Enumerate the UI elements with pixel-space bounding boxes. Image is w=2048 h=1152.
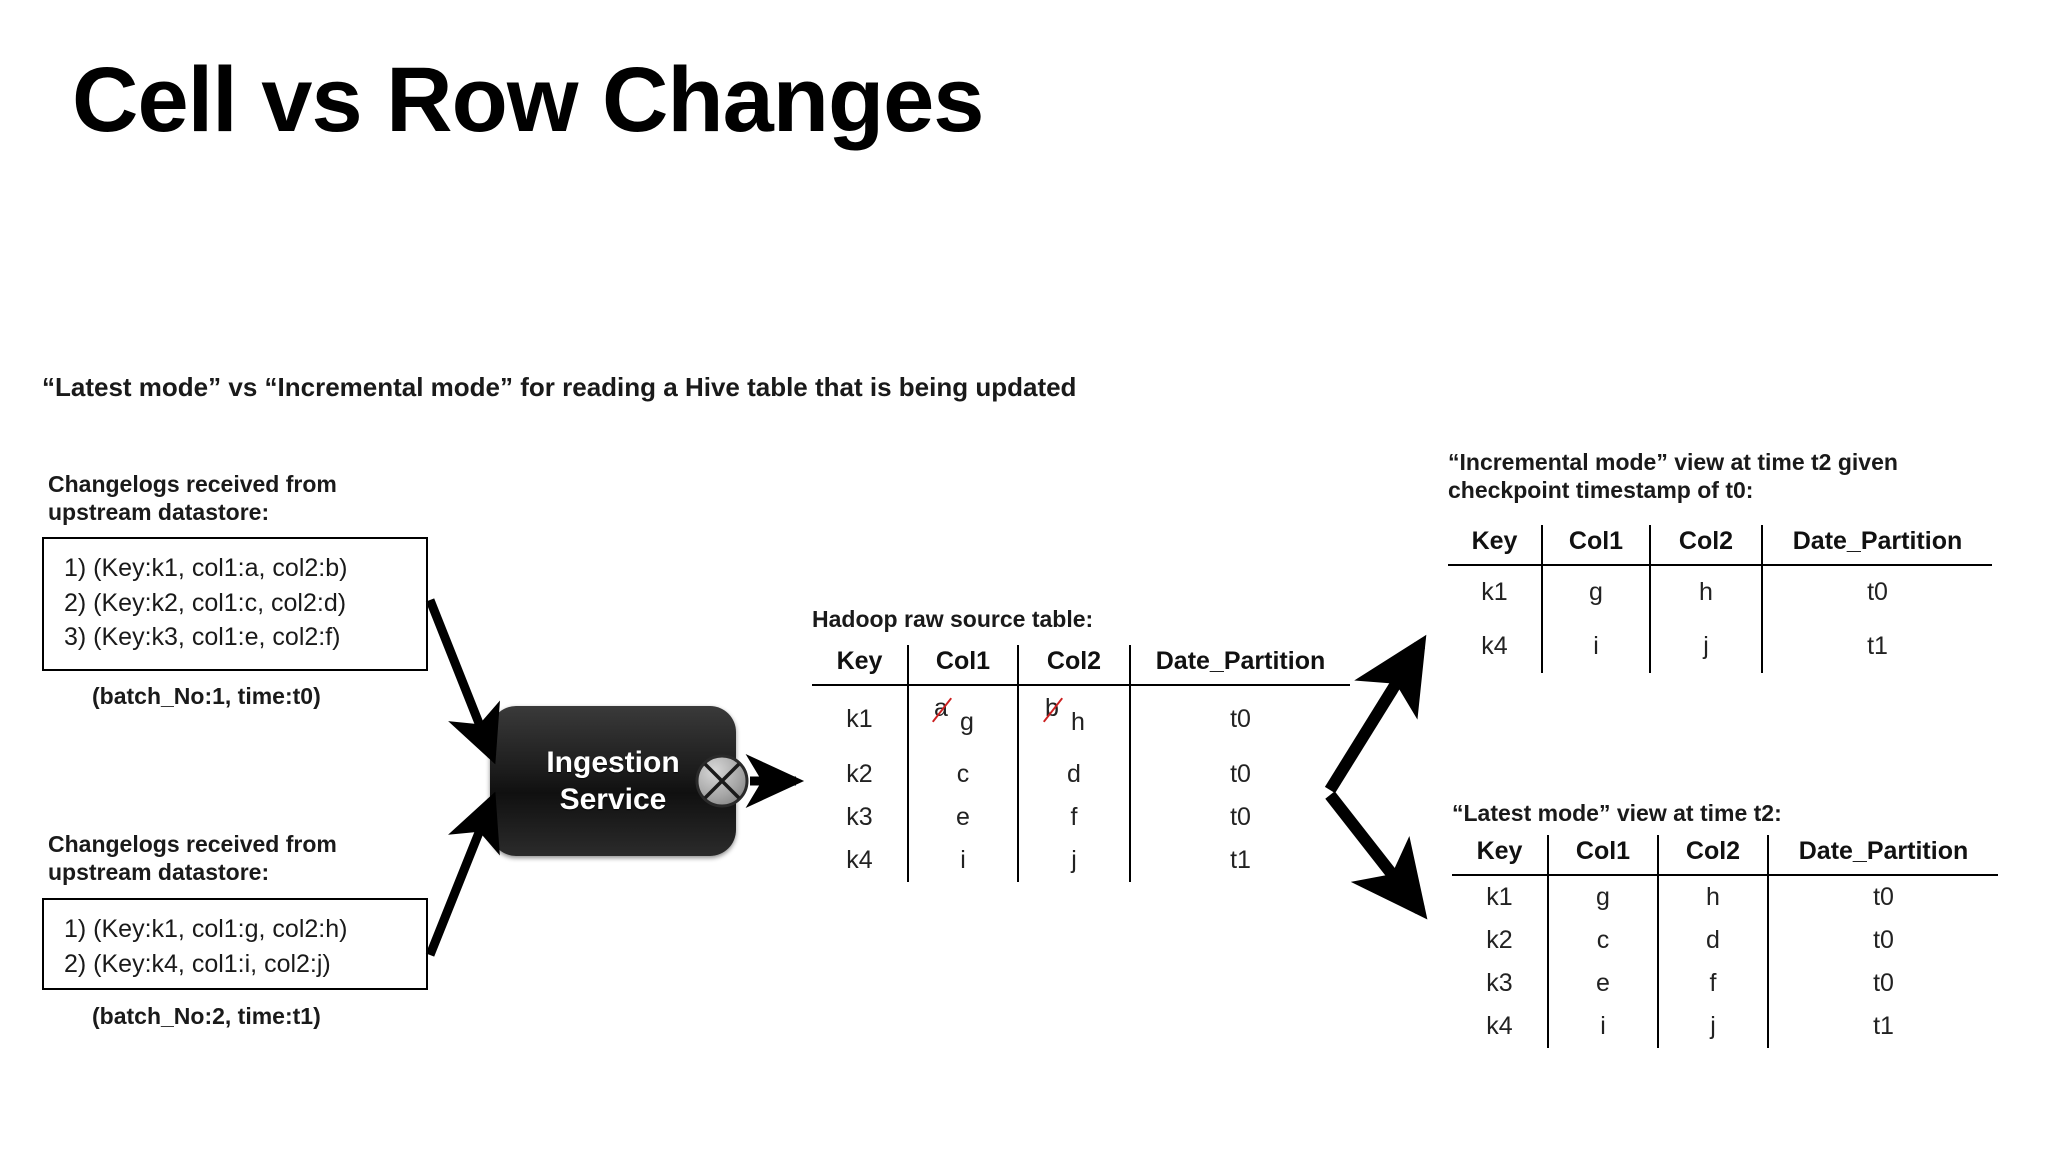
cell-col2: h [1657, 875, 1768, 919]
table-header-row: Key Col1 Col2 Date_Partition [1452, 835, 1998, 875]
cell-key: k1 [1481, 578, 1508, 606]
cell-date-partition: t0 [1767, 919, 1998, 962]
cell-col2-edited: b h [1017, 685, 1130, 753]
table-row: k2 c d t0 [1452, 919, 1998, 962]
cell-col2: h [1649, 565, 1762, 619]
changelog-1-line-2: 2) (Key:k2, col1:c, col2:d) [64, 588, 347, 617]
cell-date-partition: t0 [1129, 796, 1350, 839]
changelog-2-line-1: 1) (Key:k1, col1:g, col2:h) [64, 915, 348, 943]
cell-date-partition: t0 [1761, 565, 1992, 619]
cell-key: k4 [1481, 631, 1508, 660]
arrow-changelog1-to-ingestion [425, 598, 500, 765]
source-table-col-date: Date_Partition [1129, 645, 1350, 685]
new-value: g [960, 708, 974, 736]
slide-subtitle: “Latest mode” vs “Incremental mode” for … [42, 372, 1077, 402]
table-row: k3 e f t0 [812, 796, 1350, 839]
cell-date-partition: t0 [1767, 875, 1998, 919]
ingestion-service-label: Ingestion Service [546, 745, 680, 817]
source-table-heading: Hadoop raw source table: [812, 606, 1094, 632]
changelog-2-caption: (batch_No:2, time:t1) [92, 1003, 321, 1029]
cell-col1: g [1541, 565, 1650, 619]
incremental-col-col1: Col1 [1541, 525, 1650, 565]
incremental-col-date: Date_Partition [1761, 525, 1992, 565]
cell-col2: d [1017, 753, 1130, 796]
changelog-1-caption: (batch_No:1, time:t0) [92, 683, 321, 709]
cell-date-partition: t1 [1767, 1005, 1998, 1048]
source-table-col-col1: Col1 [907, 645, 1018, 685]
cell-col1: g [1547, 875, 1658, 919]
incremental-col-key: Key [1471, 527, 1518, 555]
edited-value-group: a g [934, 694, 992, 736]
struck-old-value: a [934, 694, 948, 722]
cell-col1: i [1541, 619, 1650, 673]
source-table-col-key: Key [836, 647, 883, 675]
changelog-2-heading: Changelogs received from upstream datast… [48, 831, 337, 886]
changelog-2-box: 1) (Key:k1, col1:g, col2:h) 2) (Key:k4, … [42, 898, 428, 990]
cell-key: k4 [846, 846, 873, 874]
table-header-row: Key Col1 Col2 Date_Partition [812, 645, 1350, 685]
changelog-1-box: 1) (Key:k1, col1:a, col2:b) 2) (Key:k2, … [42, 537, 428, 671]
cell-date-partition: t1 [1129, 839, 1350, 882]
incremental-view-table: Key Col1 Col2 Date_Partition k1 g h t0 k… [1448, 525, 1992, 673]
cell-date-partition: t0 [1129, 753, 1350, 796]
table-row: k4 i j t1 [1452, 1005, 1998, 1048]
cell-col2: d [1657, 919, 1768, 962]
changelog-2-line-2: 2) (Key:k4, col1:i, col2:j) [64, 949, 331, 978]
cell-col1: i [907, 839, 1018, 882]
changelog-1-line-1: 1) (Key:k1, col1:a, col2:b) [64, 554, 348, 582]
table-row: k1 a g b h t0 [812, 685, 1350, 753]
cell-col1: c [1547, 919, 1658, 962]
cell-col1: e [907, 796, 1018, 839]
page-title: Cell vs Row Changes [72, 49, 984, 151]
cell-key: k2 [846, 760, 873, 788]
cell-col1-edited: a g [907, 685, 1018, 753]
table-row: k4 i j t1 [812, 839, 1350, 882]
cell-col2: f [1017, 796, 1130, 839]
cell-col2: j [1017, 839, 1130, 882]
table-row: k2 c d t0 [812, 753, 1350, 796]
source-table: Key Col1 Col2 Date_Partition k1 a g [812, 645, 1350, 882]
edited-value-group: b h [1045, 694, 1103, 736]
cell-key: k2 [1486, 926, 1513, 954]
cell-date-partition: t1 [1761, 619, 1992, 673]
cell-key: k3 [846, 803, 873, 831]
incremental-col-col2: Col2 [1649, 525, 1762, 565]
source-table-col-col2: Col2 [1017, 645, 1130, 685]
latest-view-heading: “Latest mode” view at time t2: [1452, 800, 1782, 826]
new-value: h [1071, 708, 1085, 736]
cell-col1: c [907, 753, 1018, 796]
latest-col-col1: Col1 [1547, 835, 1658, 875]
cell-col2: j [1657, 1005, 1768, 1048]
incremental-view-heading: “Incremental mode” view at time t2 given… [1448, 449, 1898, 504]
cell-key: k1 [1486, 883, 1513, 911]
latest-col-date: Date_Partition [1767, 835, 1998, 875]
table-header-row: Key Col1 Col2 Date_Partition [1448, 525, 1992, 565]
table-row: k3 e f t0 [1452, 962, 1998, 1005]
cell-key: k3 [1486, 969, 1513, 997]
latest-col-col2: Col2 [1657, 835, 1768, 875]
cell-date-partition: t0 [1767, 962, 1998, 1005]
latest-col-key: Key [1476, 837, 1523, 865]
cell-col1: e [1547, 962, 1658, 1005]
table-row: k1 g h t0 [1452, 875, 1998, 919]
latest-view-table: Key Col1 Col2 Date_Partition k1 g h t0 k… [1452, 835, 1998, 1048]
cell-col2: j [1649, 619, 1762, 673]
cell-col2: f [1657, 962, 1768, 1005]
table-row: k4 i j t1 [1448, 619, 1992, 673]
cell-key: k1 [846, 705, 873, 733]
changelog-1-heading: Changelogs received from upstream datast… [48, 471, 337, 526]
changelog-1-line-3: 3) (Key:k3, col1:e, col2:f) [64, 623, 341, 651]
struck-old-value: b [1045, 694, 1059, 722]
table-row: k1 g h t0 [1448, 565, 1992, 619]
cell-key: k4 [1486, 1012, 1513, 1040]
ingestion-service-node[interactable]: Ingestion Service [490, 706, 736, 856]
cell-col1: i [1547, 1005, 1658, 1048]
cell-date-partition: t0 [1129, 685, 1350, 753]
